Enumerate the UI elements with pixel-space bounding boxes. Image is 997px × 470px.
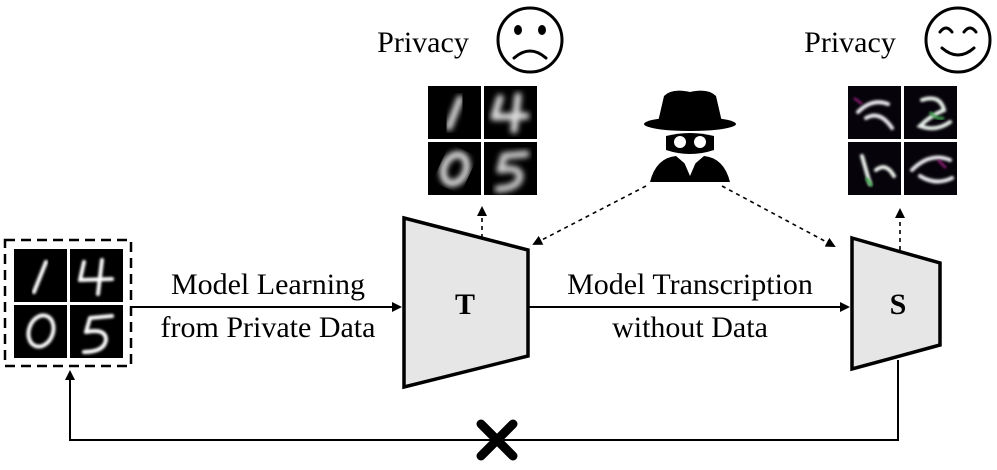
privacy-label-right: Privacy xyxy=(804,26,896,59)
reconstruction-tile xyxy=(428,86,481,139)
student-network xyxy=(850,235,942,372)
reconstruction-tile xyxy=(848,142,901,195)
feedback-loop-arrow xyxy=(65,360,899,441)
happy-face-icon xyxy=(924,6,992,74)
teacher-label: T xyxy=(455,288,475,321)
student-label: S xyxy=(890,288,907,321)
teacher-reconstruction-grid xyxy=(428,86,537,195)
digit-tile xyxy=(14,249,67,302)
transcription-label-line2: without Data xyxy=(612,311,768,344)
digit-tile xyxy=(14,305,67,358)
privacy-label-left: Privacy xyxy=(377,26,469,59)
cross-mark-icon xyxy=(476,419,518,461)
private-data-grid xyxy=(3,238,133,368)
learning-label-line2: from Private Data xyxy=(161,311,376,344)
spy-hacker-icon xyxy=(640,84,741,184)
sad-face-icon xyxy=(496,6,564,74)
reconstruction-tile xyxy=(484,142,537,195)
student-reconstruction-grid xyxy=(848,86,957,195)
digit-tile xyxy=(70,305,123,358)
reconstruction-tile xyxy=(904,142,957,195)
learning-label-line1: Model Learning xyxy=(171,268,365,301)
reconstruction-tile xyxy=(428,142,481,195)
reconstruction-tile xyxy=(484,86,537,139)
attack-student-arrow xyxy=(721,185,836,247)
reconstruction-tile xyxy=(904,86,957,139)
reconstruction-tile xyxy=(848,86,901,139)
attack-teacher-arrow xyxy=(532,185,647,245)
digit-tile xyxy=(70,249,123,302)
transcription-label-line1: Model Transcription xyxy=(567,268,813,301)
private-data-frame xyxy=(3,238,133,368)
teacher-network xyxy=(402,215,530,390)
